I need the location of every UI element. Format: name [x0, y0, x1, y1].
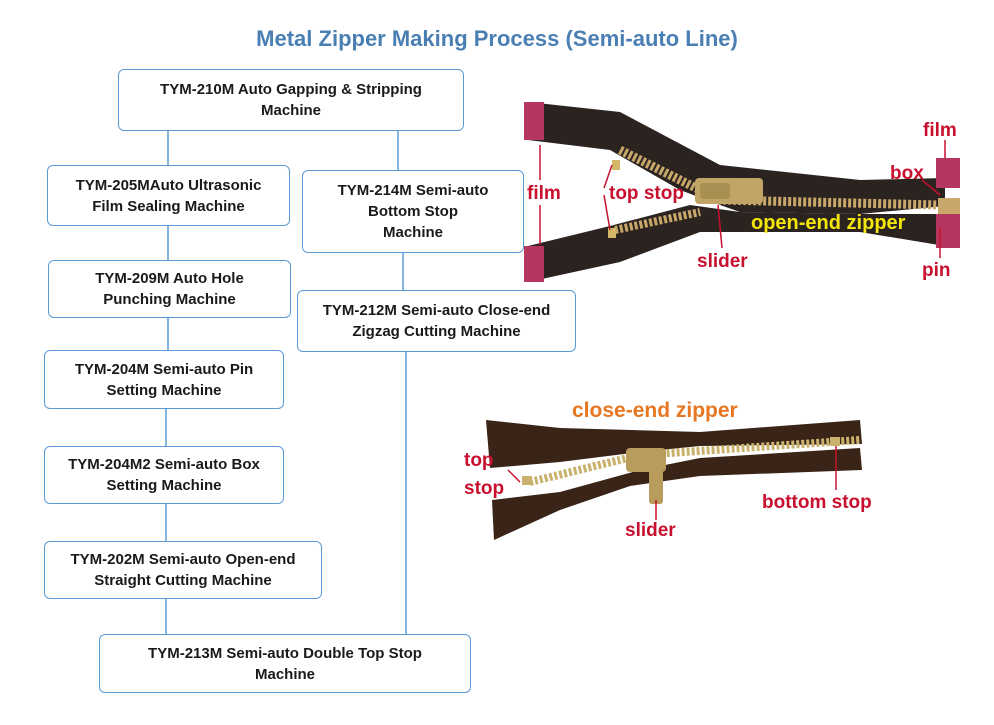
step-tym-205m: TYM-205MAuto Ultrasonic Film Sealing Mac…: [47, 165, 290, 226]
label-pin: pin: [922, 260, 951, 281]
step-tym-209m: TYM-209M Auto Hole Punching Machine: [48, 260, 291, 318]
step-tym-213m: TYM-213M Semi-auto Double Top Stop Machi…: [99, 634, 471, 693]
step-tym-204m: TYM-204M Semi-auto Pin Setting Machine: [44, 350, 284, 409]
label-open-end-zipper: open-end zipper: [751, 212, 906, 234]
step-tym-204m2: TYM-204M2 Semi-auto Box Setting Machine: [44, 446, 284, 504]
step-tym-214m: TYM-214M Semi-auto Bottom Stop Machine: [302, 170, 524, 253]
label-bottom-stop: bottom stop: [762, 492, 872, 513]
step-tym-212m: TYM-212M Semi-auto Close-end Zigzag Cutt…: [297, 290, 576, 352]
label-slider-close: slider: [625, 520, 676, 541]
label-top-stop-open: top stop: [609, 183, 684, 204]
diagram-title: Metal Zipper Making Process (Semi-auto L…: [256, 26, 738, 51]
step-tym-202m: TYM-202M Semi-auto Open-end Straight Cut…: [44, 541, 322, 599]
label-slider-open: slider: [697, 251, 748, 272]
step-tym-210m: TYM-210M Auto Gapping & Stripping Machin…: [118, 69, 464, 131]
label-top-stop-close-line1: top: [464, 450, 494, 471]
label-film-left: film: [527, 183, 561, 204]
label-close-end-zipper: close-end zipper: [572, 399, 738, 422]
label-top-stop-close-line2: stop: [464, 478, 505, 499]
label-film-right: film: [923, 120, 957, 141]
label-box: box: [890, 163, 924, 184]
